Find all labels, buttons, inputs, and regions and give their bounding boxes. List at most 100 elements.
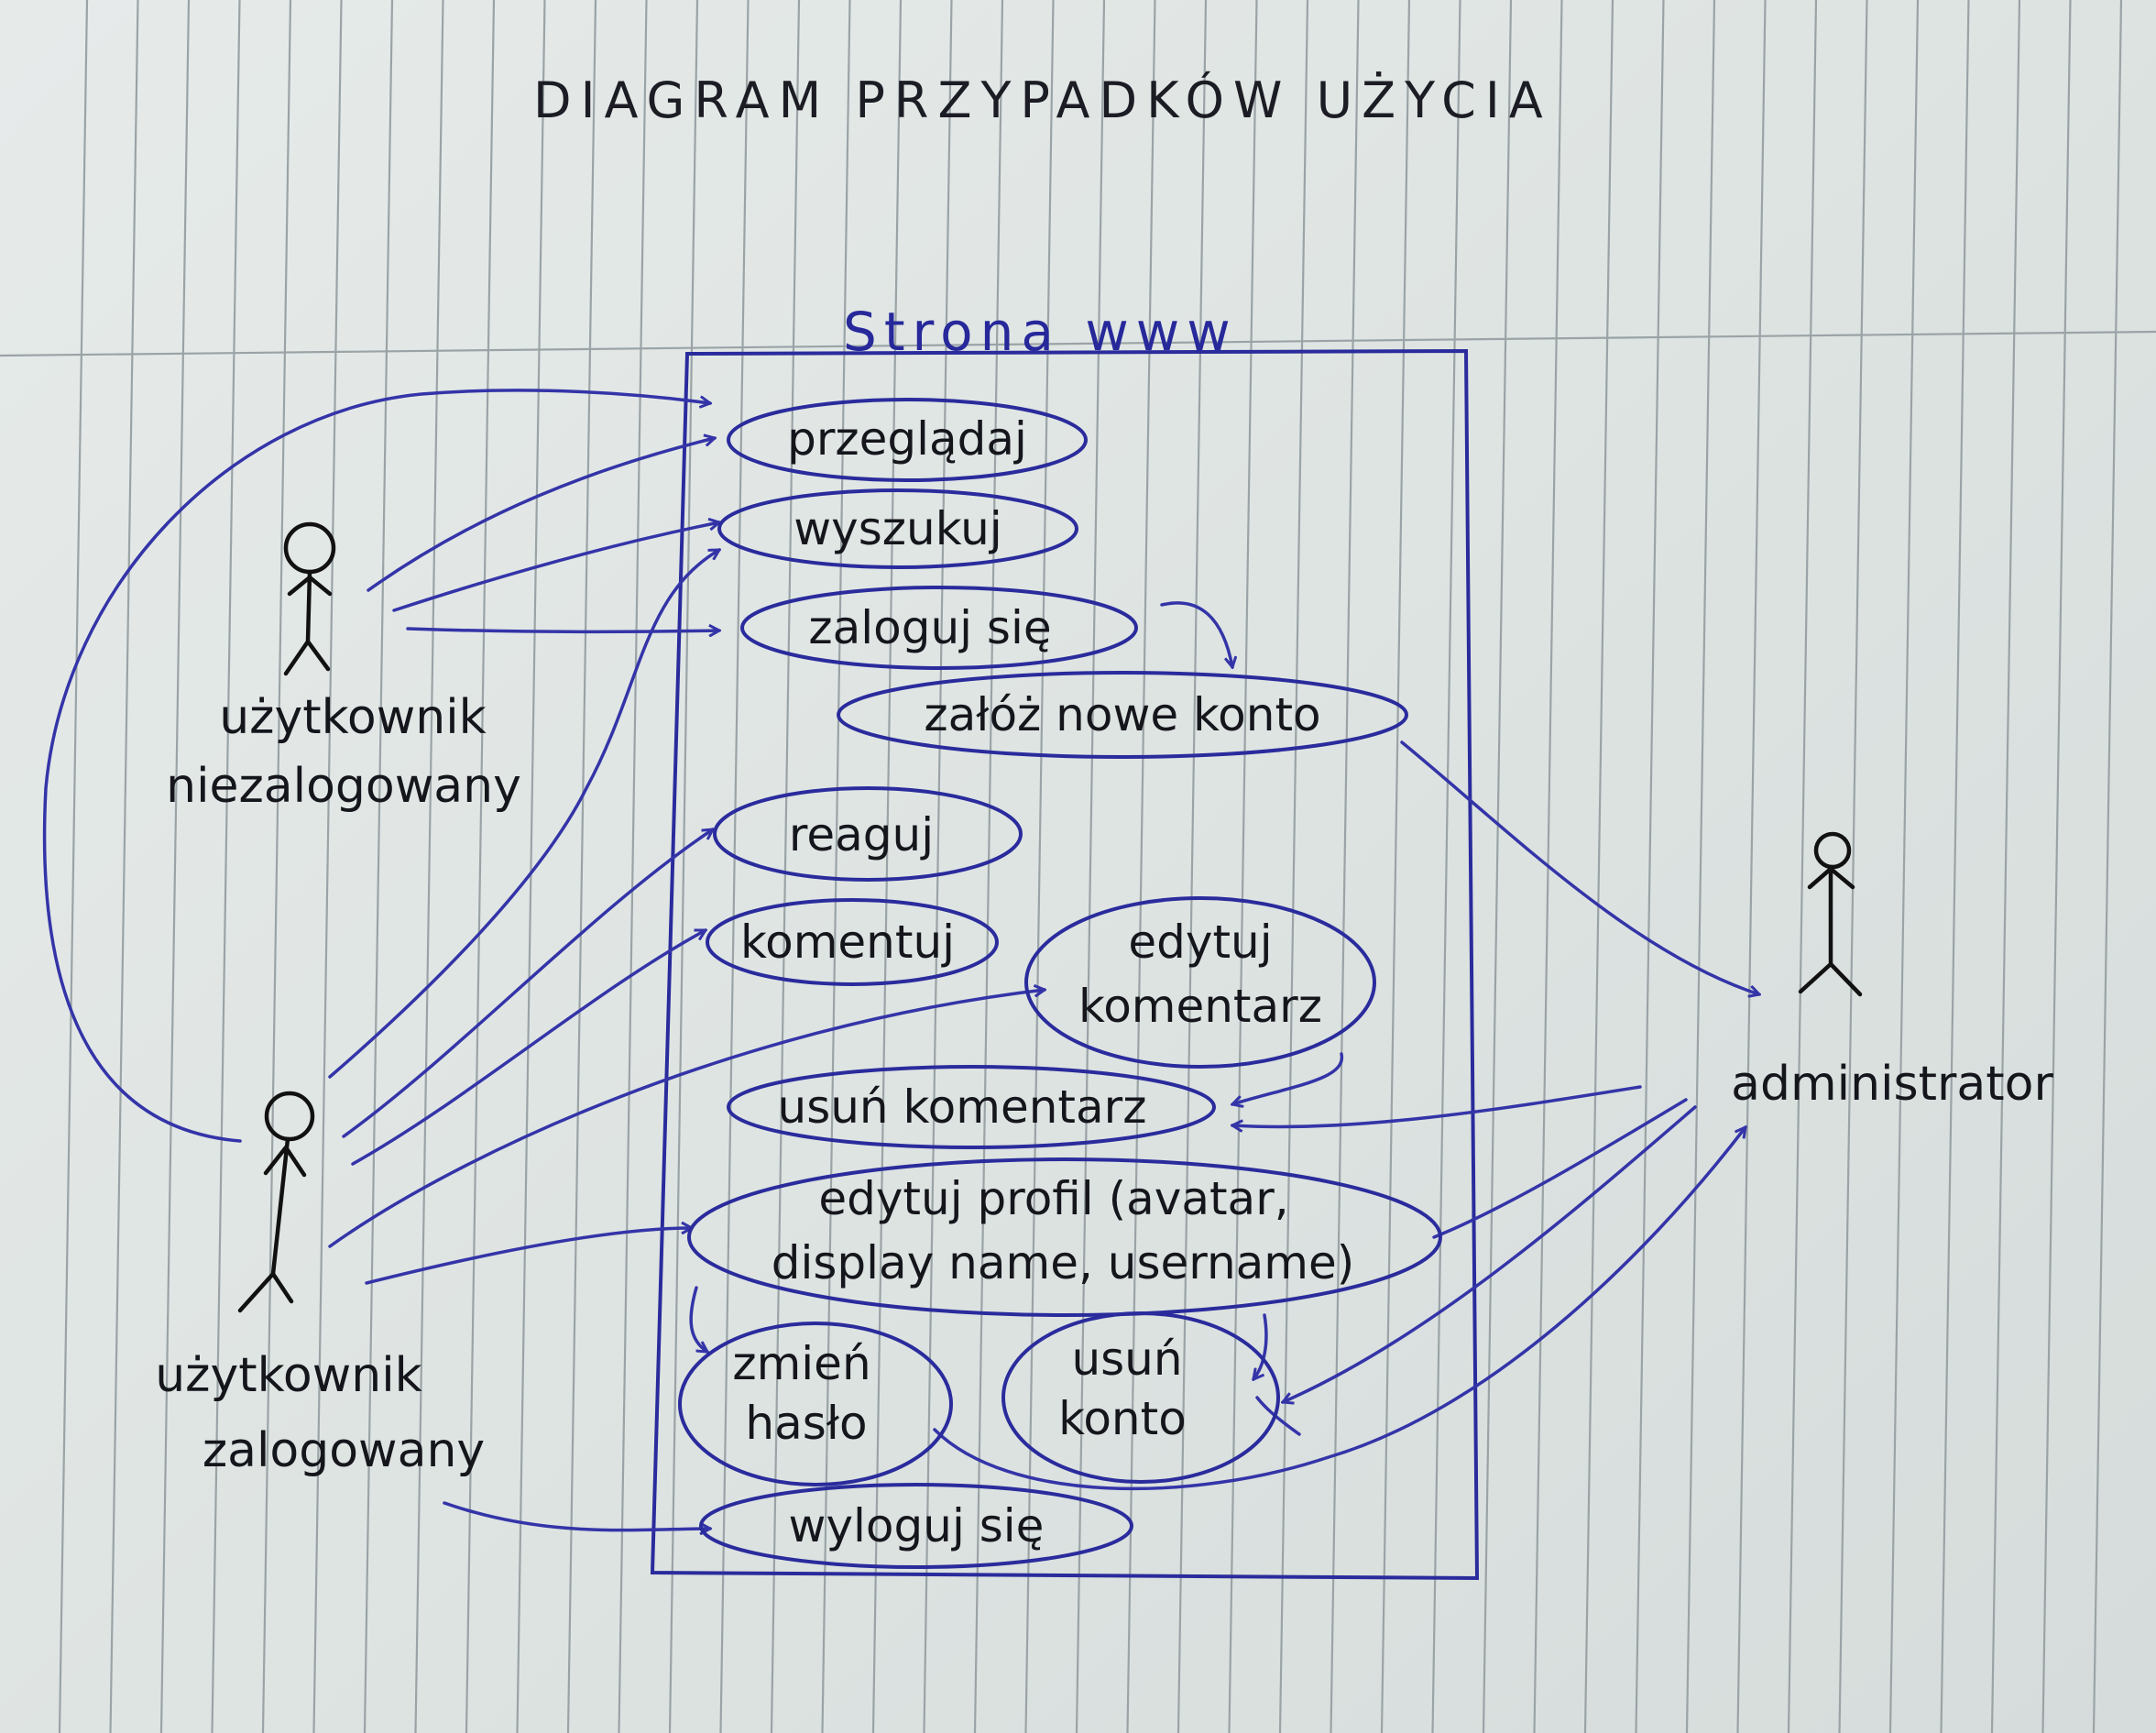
paper-rule-line — [1431, 0, 1461, 1733]
paper-rule-line — [1888, 0, 1920, 1733]
assoc-user-logout — [443, 1501, 710, 1530]
use-case-outline — [837, 671, 1408, 759]
assoc-register-admin — [1400, 740, 1759, 994]
use-case-label: wyszukuj — [793, 502, 1001, 555]
paper-rule-line — [871, 0, 903, 1733]
assoc-user-react — [342, 828, 713, 1138]
use-case-label-line-2: konto — [1058, 1392, 1187, 1445]
use-case-wyloguj-sie: wyloguj się — [699, 1483, 1133, 1569]
use-case-label-line-1: edytuj profil (avatar, — [818, 1172, 1288, 1225]
paper-rule-line — [566, 0, 597, 1733]
use-case-label-line-1: usuń — [1071, 1333, 1182, 1386]
stick-figure-icon — [1798, 831, 1863, 997]
use-case-usun-komentarz: usuń komentarz — [727, 1065, 1216, 1149]
use-case-label-line-1: zmień — [732, 1337, 870, 1390]
actor-label-line-1: użytkownik — [155, 1348, 422, 1403]
use-case-outline — [727, 1065, 1216, 1149]
paper-rule-line — [821, 0, 851, 1733]
use-case-label-line-1: edytuj — [1128, 916, 1272, 969]
actor-user: użytkownik zalogowany — [155, 1091, 485, 1478]
use-case-outline — [740, 586, 1138, 670]
paper-rule-line — [1482, 0, 1513, 1733]
use-case-outline — [713, 786, 1023, 882]
assoc-user-edit-profile — [365, 1228, 692, 1285]
paper-rule-line — [1583, 0, 1614, 1733]
paper-margin-line — [0, 330, 2156, 357]
paper-rule-line — [363, 0, 394, 1733]
use-case-outline — [687, 1157, 1442, 1317]
use-case-przegladaj: przeglądaj — [727, 398, 1088, 482]
actor-label-line-2: niezalogowany — [166, 759, 521, 814]
paper-rule-line — [414, 0, 444, 1733]
assoc-user-edit-comment — [328, 990, 1045, 1248]
paper-rule-line — [923, 0, 953, 1733]
assoc-admin-delete-comment — [1232, 1085, 1642, 1126]
use-case-edytuj-komentarz: edytuj komentarz — [1024, 896, 1376, 1069]
assoc-user-browse — [42, 389, 710, 1143]
use-case-usun-konto: usuń konto — [1001, 1311, 1280, 1484]
use-case-zmien-haslo: zmień hasło — [678, 1322, 953, 1486]
actor-administrator: administrator — [1731, 831, 2053, 1112]
use-case-wyszukuj: wyszukuj — [717, 488, 1078, 569]
paper-rule-line — [211, 0, 241, 1733]
assoc-guest-login — [406, 629, 719, 631]
paper-rule-line — [618, 0, 648, 1733]
use-case-outline — [678, 1322, 953, 1486]
use-case-label: komentuj — [740, 916, 955, 969]
include-edit-profile-delete-account — [1253, 1313, 1268, 1379]
actor-label-line-1: użytkownik — [219, 690, 487, 745]
assoc-guest-search — [392, 522, 719, 612]
paper-rule-line — [1126, 0, 1156, 1733]
paper-rule-line — [1940, 0, 1970, 1733]
paper-rule-line — [1024, 0, 1055, 1733]
diagram-title: DIAGRAM PRZYPADKÓW UŻYCIA — [533, 71, 1552, 129]
paper-rule-line — [1685, 0, 1716, 1733]
paper-rule-line — [719, 0, 750, 1733]
use-case-zaloguj-sie: zaloguj się — [740, 586, 1138, 670]
extend-login-register — [1160, 601, 1232, 667]
paper-rule-line — [516, 0, 546, 1733]
paper-rule-line — [2041, 0, 2072, 1733]
use-case-label: przeglądaj — [787, 412, 1027, 466]
actor-label-line-2: zalogowany — [202, 1423, 485, 1478]
paper-rule-line — [1075, 0, 1106, 1733]
paper-rule-line — [1787, 0, 1818, 1733]
use-case-outline — [1024, 896, 1376, 1069]
paper-rule-line — [312, 0, 343, 1733]
use-case-label: usuń komentarz — [778, 1080, 1147, 1134]
paper-rule-line — [159, 0, 191, 1733]
use-case-label-line-2: komentarz — [1078, 980, 1322, 1033]
use-case-label: reaguj — [789, 808, 934, 861]
paper-rule-line — [1228, 0, 1258, 1733]
assoc-admin-edit-profile — [1432, 1098, 1688, 1239]
paper-rule-line — [109, 0, 139, 1733]
paper-rule-line — [770, 0, 801, 1733]
assoc-user-search — [328, 548, 719, 1079]
paper-rule-line — [1380, 0, 1411, 1733]
use-case-label-line-2: hasło — [745, 1397, 867, 1450]
use-case-outline — [706, 898, 999, 986]
assoc-admin-delete-account — [1255, 1105, 1697, 1436]
assoc-guest-browse — [367, 438, 715, 592]
use-case-outline — [727, 398, 1088, 482]
paper-rule-line — [668, 0, 699, 1733]
paper-rule-line — [58, 0, 89, 1733]
paper-rule-line — [1635, 0, 1665, 1733]
paper-rule-line — [261, 0, 292, 1733]
associations — [42, 389, 1759, 1530]
use-case-edytuj-profil: edytuj profil (avatar, display name, use… — [687, 1157, 1442, 1317]
use-case-reaguj: reaguj — [713, 786, 1023, 882]
use-case-label: wyloguj się — [789, 1499, 1045, 1552]
use-case-outline — [1001, 1311, 1280, 1484]
use-case-outline — [717, 488, 1078, 569]
actor-guest: użytkownik niezalogowany — [166, 521, 521, 814]
include-edit-profile-change-password — [689, 1286, 707, 1354]
paper-rule-line — [2092, 0, 2123, 1733]
use-case-komentuj: komentuj — [706, 898, 999, 986]
paper-rule-line — [973, 0, 1004, 1733]
use-case-label-line-2: display name, username) — [772, 1236, 1355, 1289]
paper-rule-line — [1278, 0, 1309, 1733]
